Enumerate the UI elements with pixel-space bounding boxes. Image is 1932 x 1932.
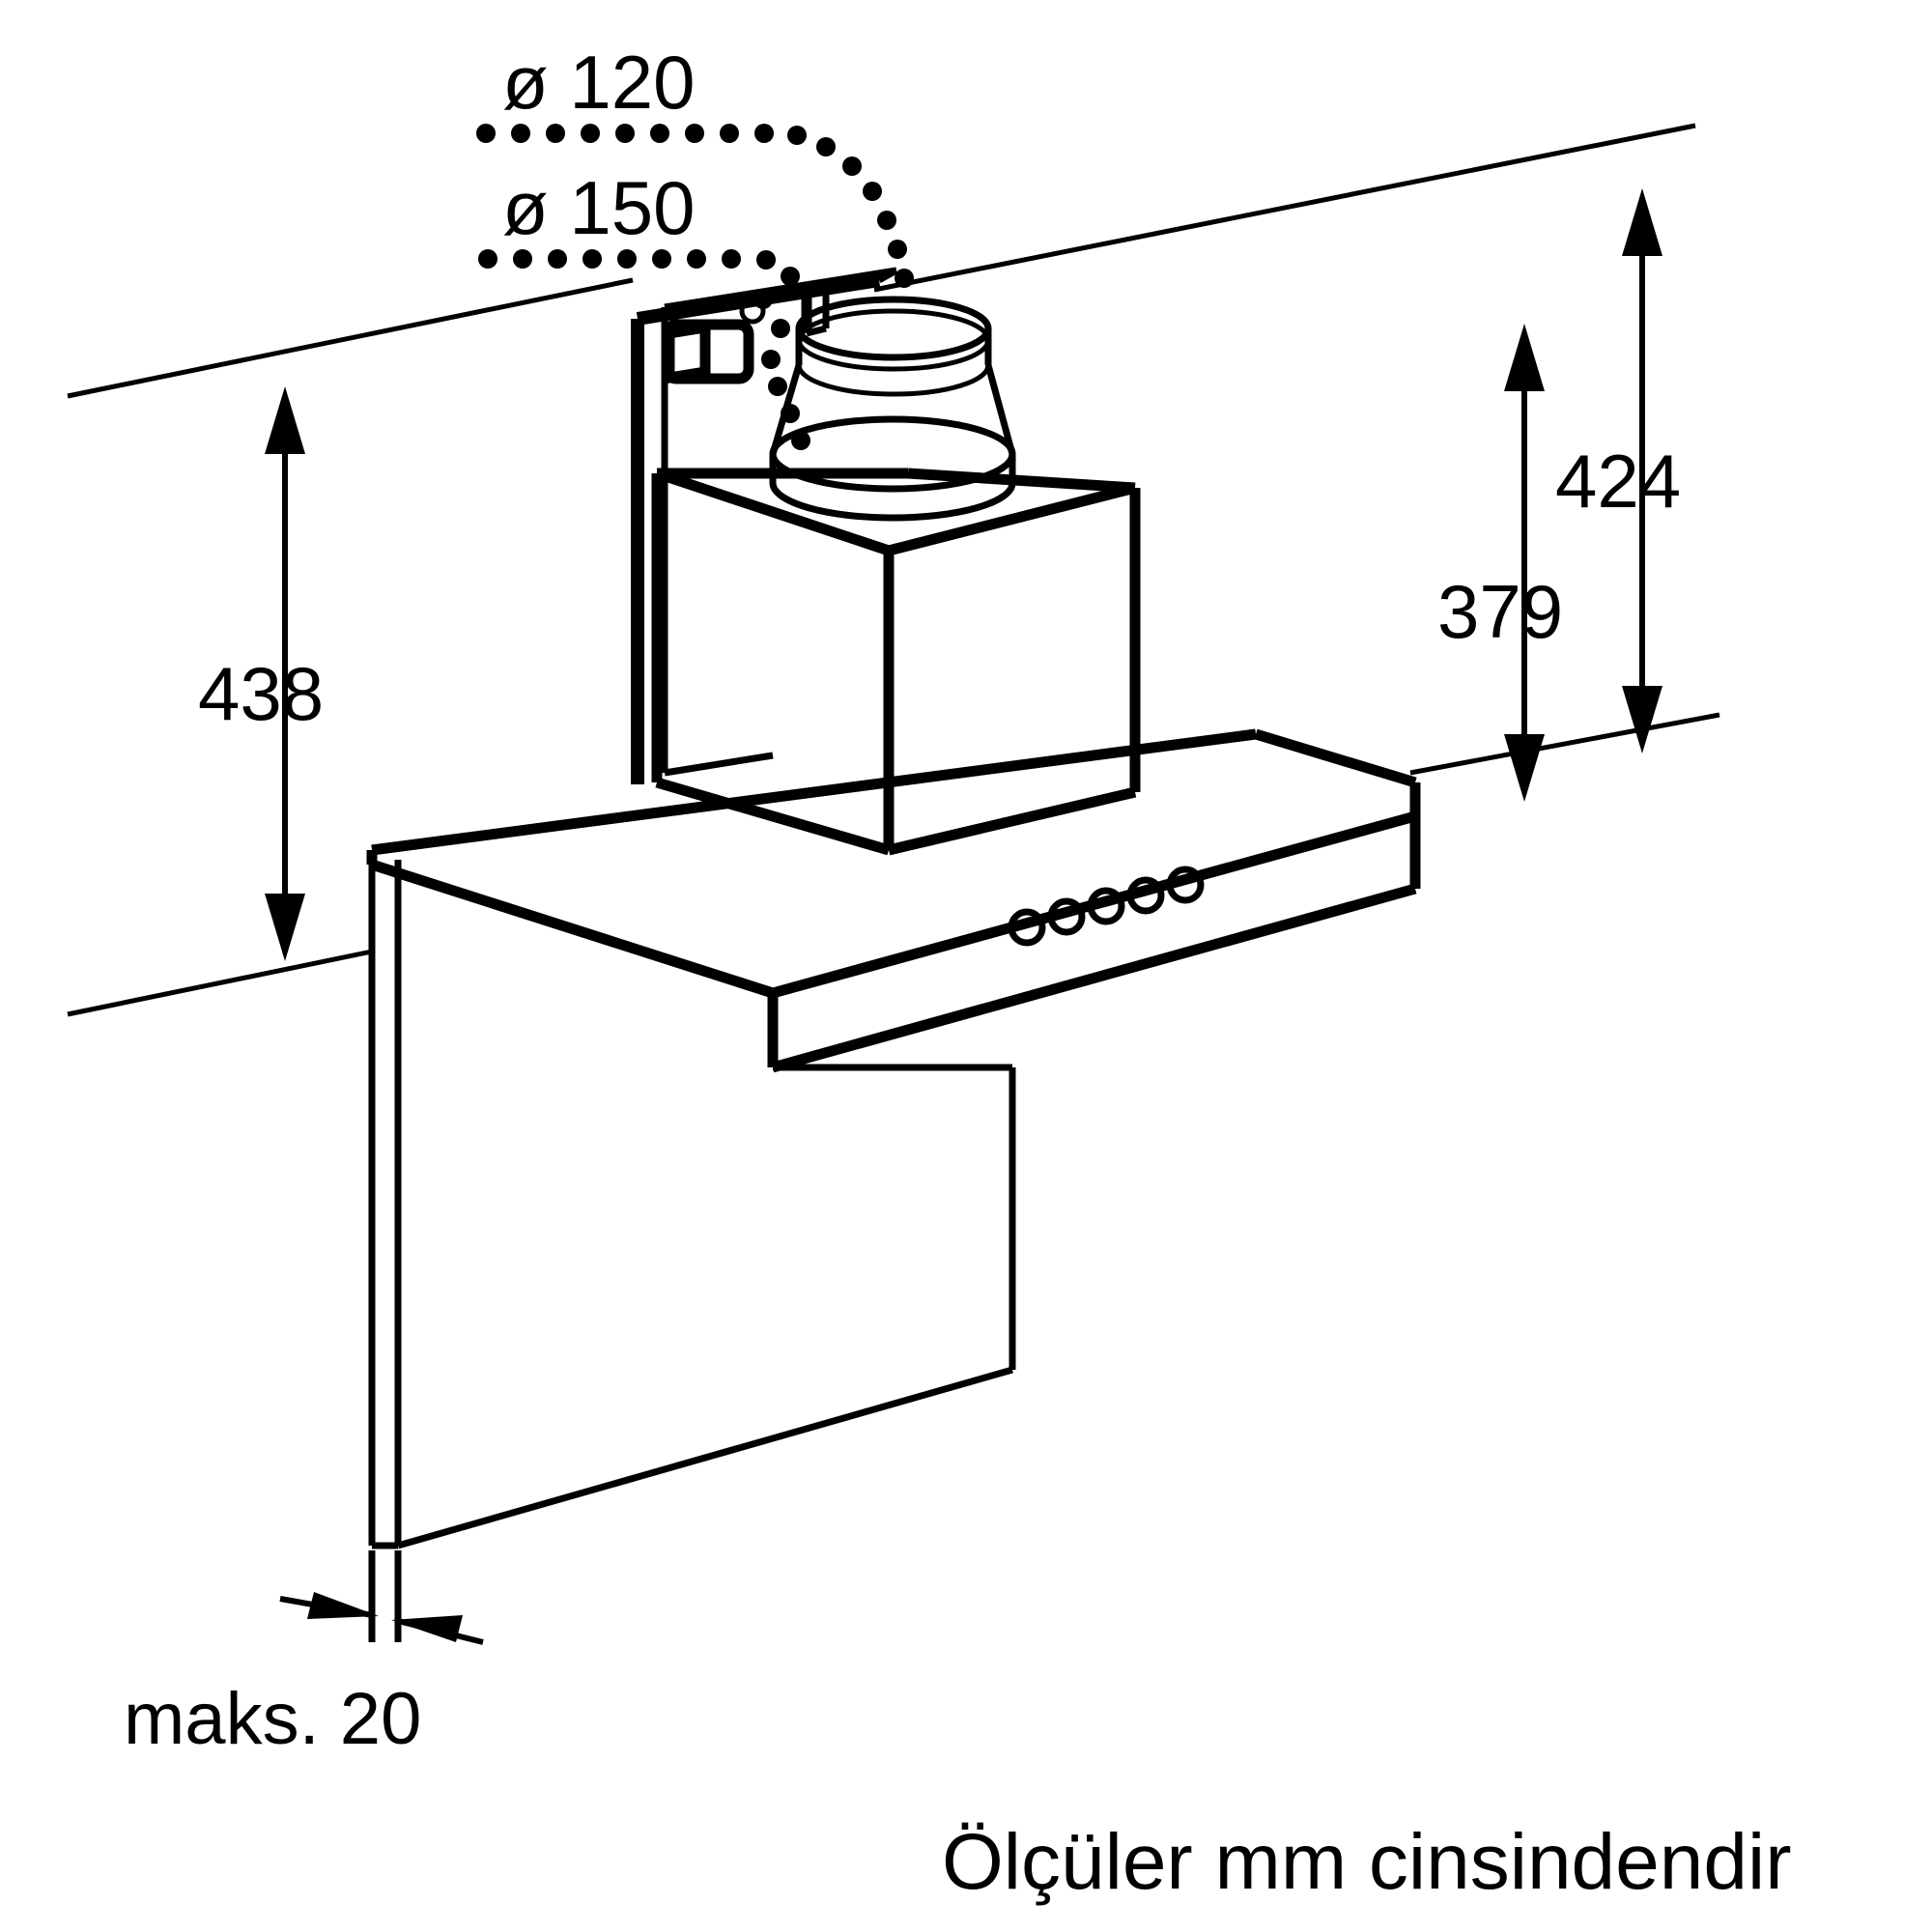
hood-canopy-body xyxy=(366,728,1421,1073)
mounting-bracket-plate xyxy=(631,267,898,784)
bracket-slot-cutout xyxy=(661,319,754,384)
control-button-2 xyxy=(1047,897,1086,936)
dimension-424 xyxy=(1622,188,1662,753)
units-note: Ölçüler mm cinsindendir xyxy=(942,1818,1792,1906)
dimension-maks-20 xyxy=(279,1550,484,1645)
wall-surface-lines xyxy=(67,123,1720,1017)
label-height-424: 424 xyxy=(1555,439,1681,524)
duct-outlet-collar xyxy=(769,296,1016,522)
duct-120-leader-dotted xyxy=(476,124,914,288)
bracket-screw-hole xyxy=(739,298,766,325)
label-duct-120: ø 120 xyxy=(502,40,695,125)
label-height-438: 438 xyxy=(198,651,324,736)
control-panel-buttons[interactable] xyxy=(1008,866,1205,947)
control-button-4 xyxy=(1126,876,1165,915)
label-maks-20: maks. 20 xyxy=(124,1678,421,1760)
label-height-379: 379 xyxy=(1437,569,1563,654)
label-duct-150: ø 150 xyxy=(502,165,695,250)
control-button-3 xyxy=(1087,887,1125,925)
wall-panel-lower xyxy=(368,860,1016,1549)
control-button-5 xyxy=(1166,866,1205,904)
control-button-1 xyxy=(1008,908,1046,947)
dimension-379 xyxy=(1504,324,1545,802)
chimney-upper-box xyxy=(651,468,1141,856)
dimension-438 xyxy=(265,386,305,961)
